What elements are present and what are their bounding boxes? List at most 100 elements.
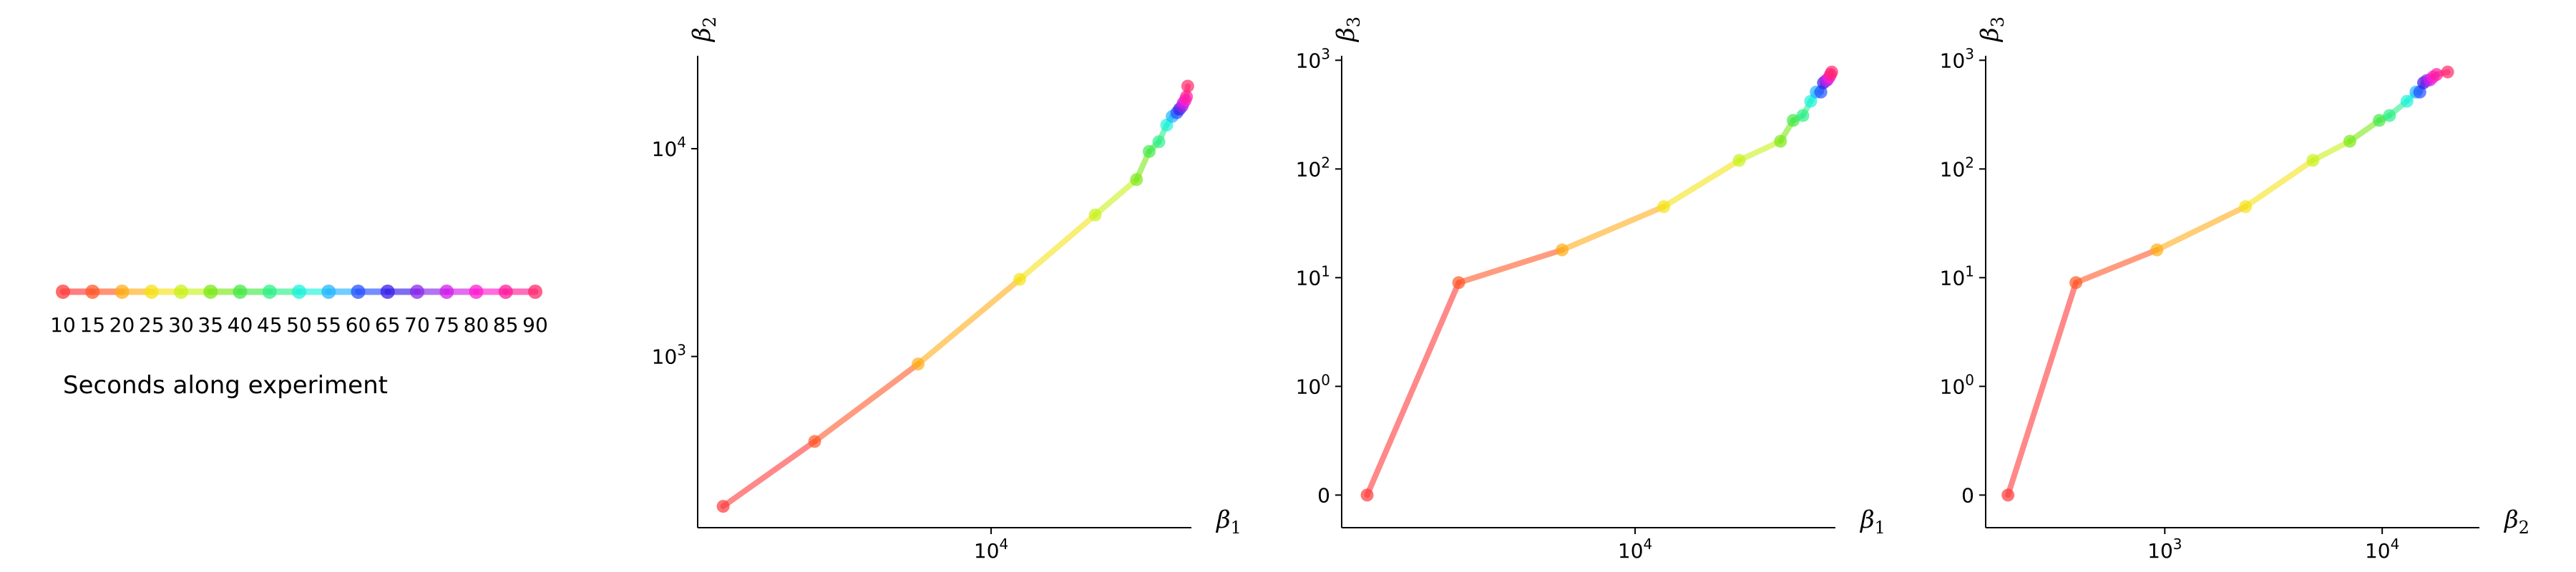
tick-label: 100 — [1296, 371, 1330, 398]
legend-marker — [528, 285, 542, 299]
tick-label: 100 — [1940, 371, 1974, 398]
legend-marker — [262, 285, 277, 299]
legend-label: 15 — [79, 313, 105, 337]
legend-marker — [85, 285, 100, 299]
data-point — [912, 358, 925, 371]
legend-marker — [56, 285, 70, 299]
data-point — [1796, 109, 1810, 122]
data-point — [1088, 208, 1102, 222]
legend-marker — [114, 285, 130, 299]
y-axis-label: β3 — [1332, 16, 1364, 43]
data-point — [2383, 109, 2396, 122]
data-point — [1657, 200, 1671, 214]
legend-label: 30 — [168, 313, 194, 337]
legend-label: 60 — [346, 313, 371, 337]
data-point — [808, 435, 821, 448]
series-segment — [1736, 138, 1784, 164]
data-point — [2306, 154, 2320, 167]
legend-label: 55 — [316, 313, 341, 337]
x-axis-label: β1 — [1215, 506, 1241, 538]
series-segment — [2243, 157, 2316, 210]
series-segment — [720, 438, 818, 510]
legend-label: 45 — [257, 313, 283, 337]
tick-label: 102 — [1940, 154, 1974, 181]
data-point — [1180, 90, 1194, 104]
series-segment — [811, 361, 922, 445]
legend-caption: Seconds along experiment — [63, 371, 388, 400]
data-point — [1732, 154, 1746, 167]
data-point — [2239, 200, 2253, 214]
legend-marker — [144, 285, 159, 299]
y-axis-label: β3 — [1976, 16, 2008, 43]
legend-marker — [380, 285, 395, 299]
tick-label: 104 — [974, 536, 1008, 563]
legend-label: 70 — [404, 313, 430, 337]
tick-label: 103 — [1296, 45, 1330, 72]
data-point — [1152, 135, 1166, 149]
series-segment — [915, 276, 1023, 368]
legend-marker — [292, 285, 306, 299]
legend-label: 90 — [522, 313, 548, 337]
data-point — [1825, 65, 1838, 79]
x-axis-label: β2 — [2503, 506, 2529, 538]
data-point — [1013, 272, 1027, 286]
data-point — [1556, 243, 1569, 257]
y-axis-label: β2 — [688, 16, 720, 43]
series-segment — [2073, 247, 2160, 286]
tick-label: 103 — [1940, 45, 1974, 72]
data-point — [2069, 276, 2083, 290]
legend-label: 80 — [464, 313, 489, 337]
data-point — [2400, 94, 2414, 108]
legend-marker — [439, 285, 454, 299]
data-point — [1452, 276, 1465, 290]
data-point — [1181, 79, 1194, 93]
legend-label: 40 — [228, 313, 253, 337]
legend-label: 35 — [197, 313, 223, 337]
series-segment — [2154, 204, 2249, 253]
tick-label: 101 — [1940, 262, 1974, 290]
legend-marker — [351, 285, 366, 299]
data-point — [1130, 173, 1143, 187]
data-point — [2373, 114, 2386, 127]
tick-label: 101 — [1296, 262, 1330, 290]
series-segment — [1092, 177, 1140, 218]
legend-label: 20 — [109, 313, 135, 337]
legend-marker — [321, 285, 336, 299]
legend-marker — [174, 285, 188, 299]
data-point — [1787, 114, 1800, 127]
legend-label: 65 — [375, 313, 401, 337]
tick-label: 104 — [2365, 536, 2399, 563]
legend-marker — [203, 285, 218, 299]
tick-label: 0 — [1317, 483, 1330, 507]
data-point — [1360, 488, 1374, 502]
legend-label: 50 — [286, 313, 312, 337]
tick-label: 104 — [652, 134, 686, 161]
data-point — [2001, 488, 2015, 502]
series-segment — [1559, 204, 1667, 253]
legend-marks — [56, 285, 542, 299]
tick-label: 103 — [2147, 536, 2182, 563]
legend-marker — [233, 285, 248, 299]
data-point — [1143, 144, 1156, 158]
series-segment — [1364, 280, 1462, 498]
tick-label: 104 — [1618, 536, 1652, 563]
legend-marker — [498, 285, 513, 299]
tick-label: 0 — [1961, 483, 1974, 507]
legend-label: 85 — [493, 313, 519, 337]
data-point — [2441, 65, 2454, 79]
data-point — [2150, 243, 2164, 257]
legend-marker — [469, 285, 484, 299]
series-segment — [1661, 157, 1742, 210]
series-segment — [2005, 280, 2079, 498]
data-point — [1774, 134, 1787, 148]
legend-label: 25 — [139, 313, 165, 337]
data-point — [716, 500, 730, 513]
tick-label: 102 — [1296, 154, 1330, 181]
legend-label: 75 — [434, 313, 459, 337]
x-axis-label: β1 — [1859, 506, 1885, 538]
